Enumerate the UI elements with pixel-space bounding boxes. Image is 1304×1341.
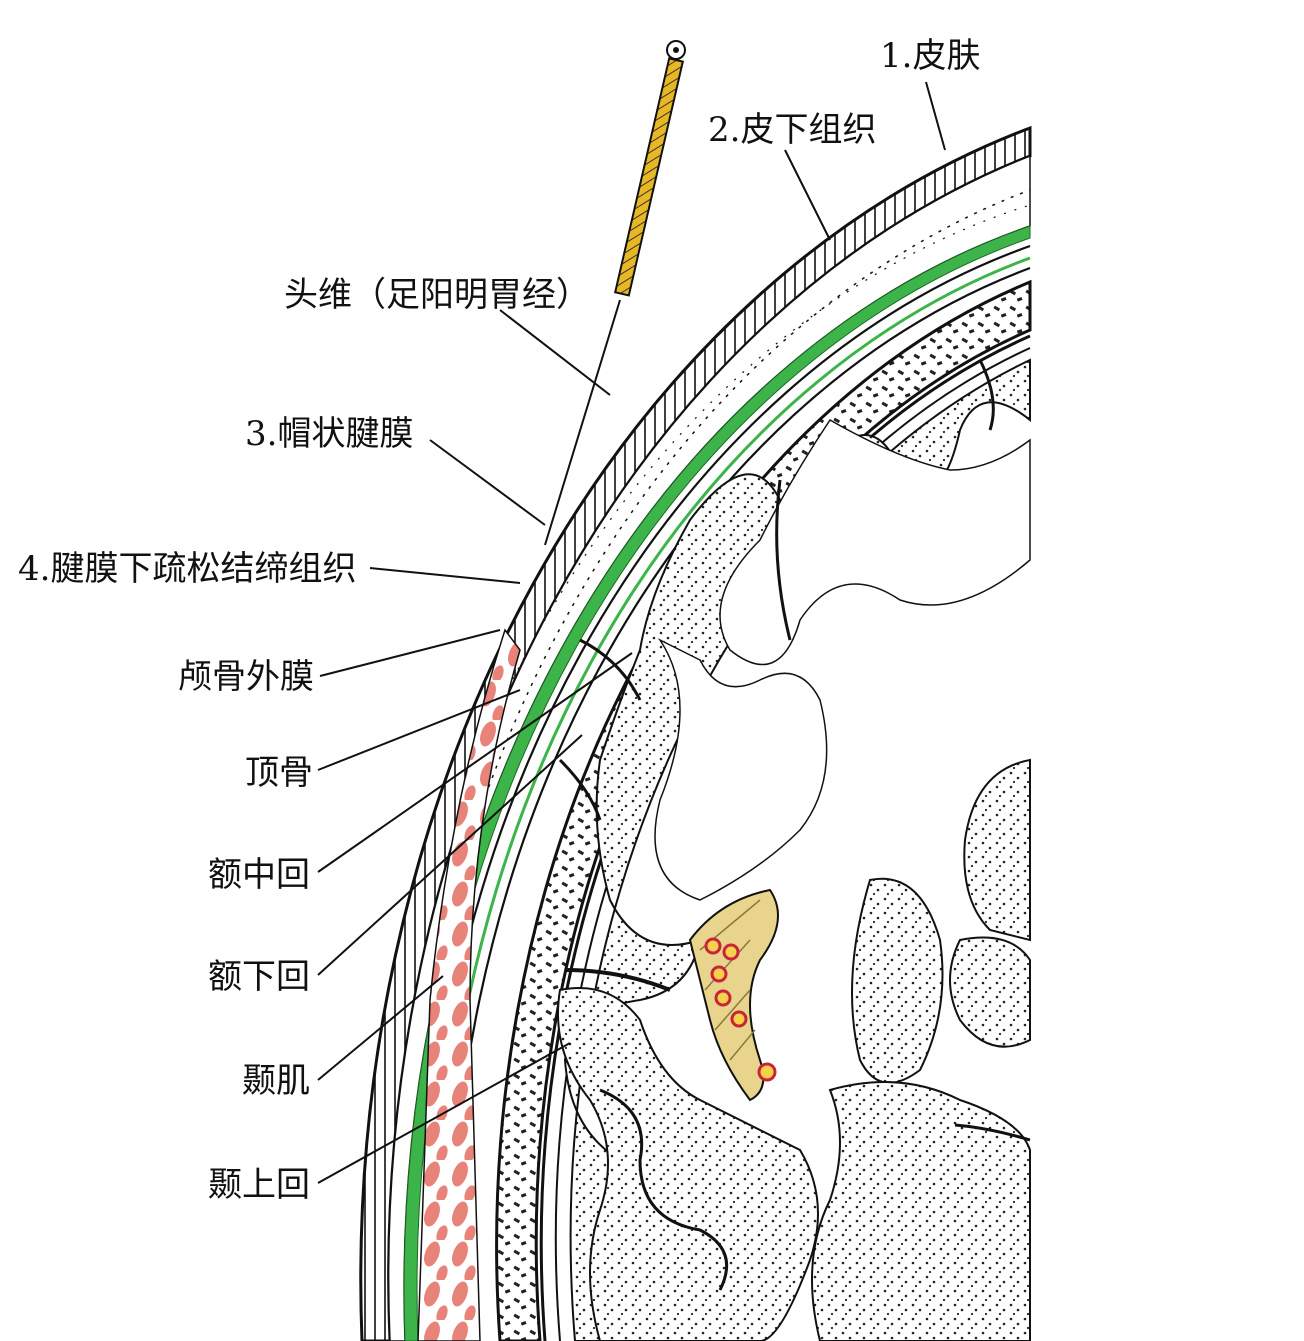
labels: 1.皮肤 2.皮下组织 头维（足阳明胃经） 3.帽状腱膜 4.腱膜下疏松结缔组织… <box>18 36 980 1205</box>
label-temporalis: 颞肌 <box>242 1061 310 1101</box>
label-galea: 3.帽状腱膜 <box>245 414 413 454</box>
temporalis-muscle <box>417 628 521 1341</box>
label-acupoint: 头维（足阳明胃经） <box>284 275 590 315</box>
label-inferior-frontal-gyrus: 额下回 <box>208 957 310 997</box>
label-loose-tissue: 4.腱膜下疏松结缔组织 <box>18 549 356 589</box>
blood-vessels <box>704 937 777 1082</box>
label-superior-temporal-gyrus: 颞上回 <box>208 1165 310 1205</box>
label-parietal-bone: 顶骨 <box>245 753 313 793</box>
acupuncture-needle <box>544 40 686 546</box>
label-subcutaneous: 2.皮下组织 <box>708 110 876 150</box>
label-skin: 1.皮肤 <box>880 36 980 76</box>
cortex-right <box>963 758 1031 942</box>
label-middle-frontal-gyrus: 额中回 <box>208 855 310 895</box>
needle-handle <box>613 57 685 297</box>
leader-lines <box>317 81 946 1184</box>
lateral-sulcus <box>688 888 779 1102</box>
brain-tissue <box>557 358 1031 1341</box>
label-pericranium: 颅骨外膜 <box>178 657 314 697</box>
